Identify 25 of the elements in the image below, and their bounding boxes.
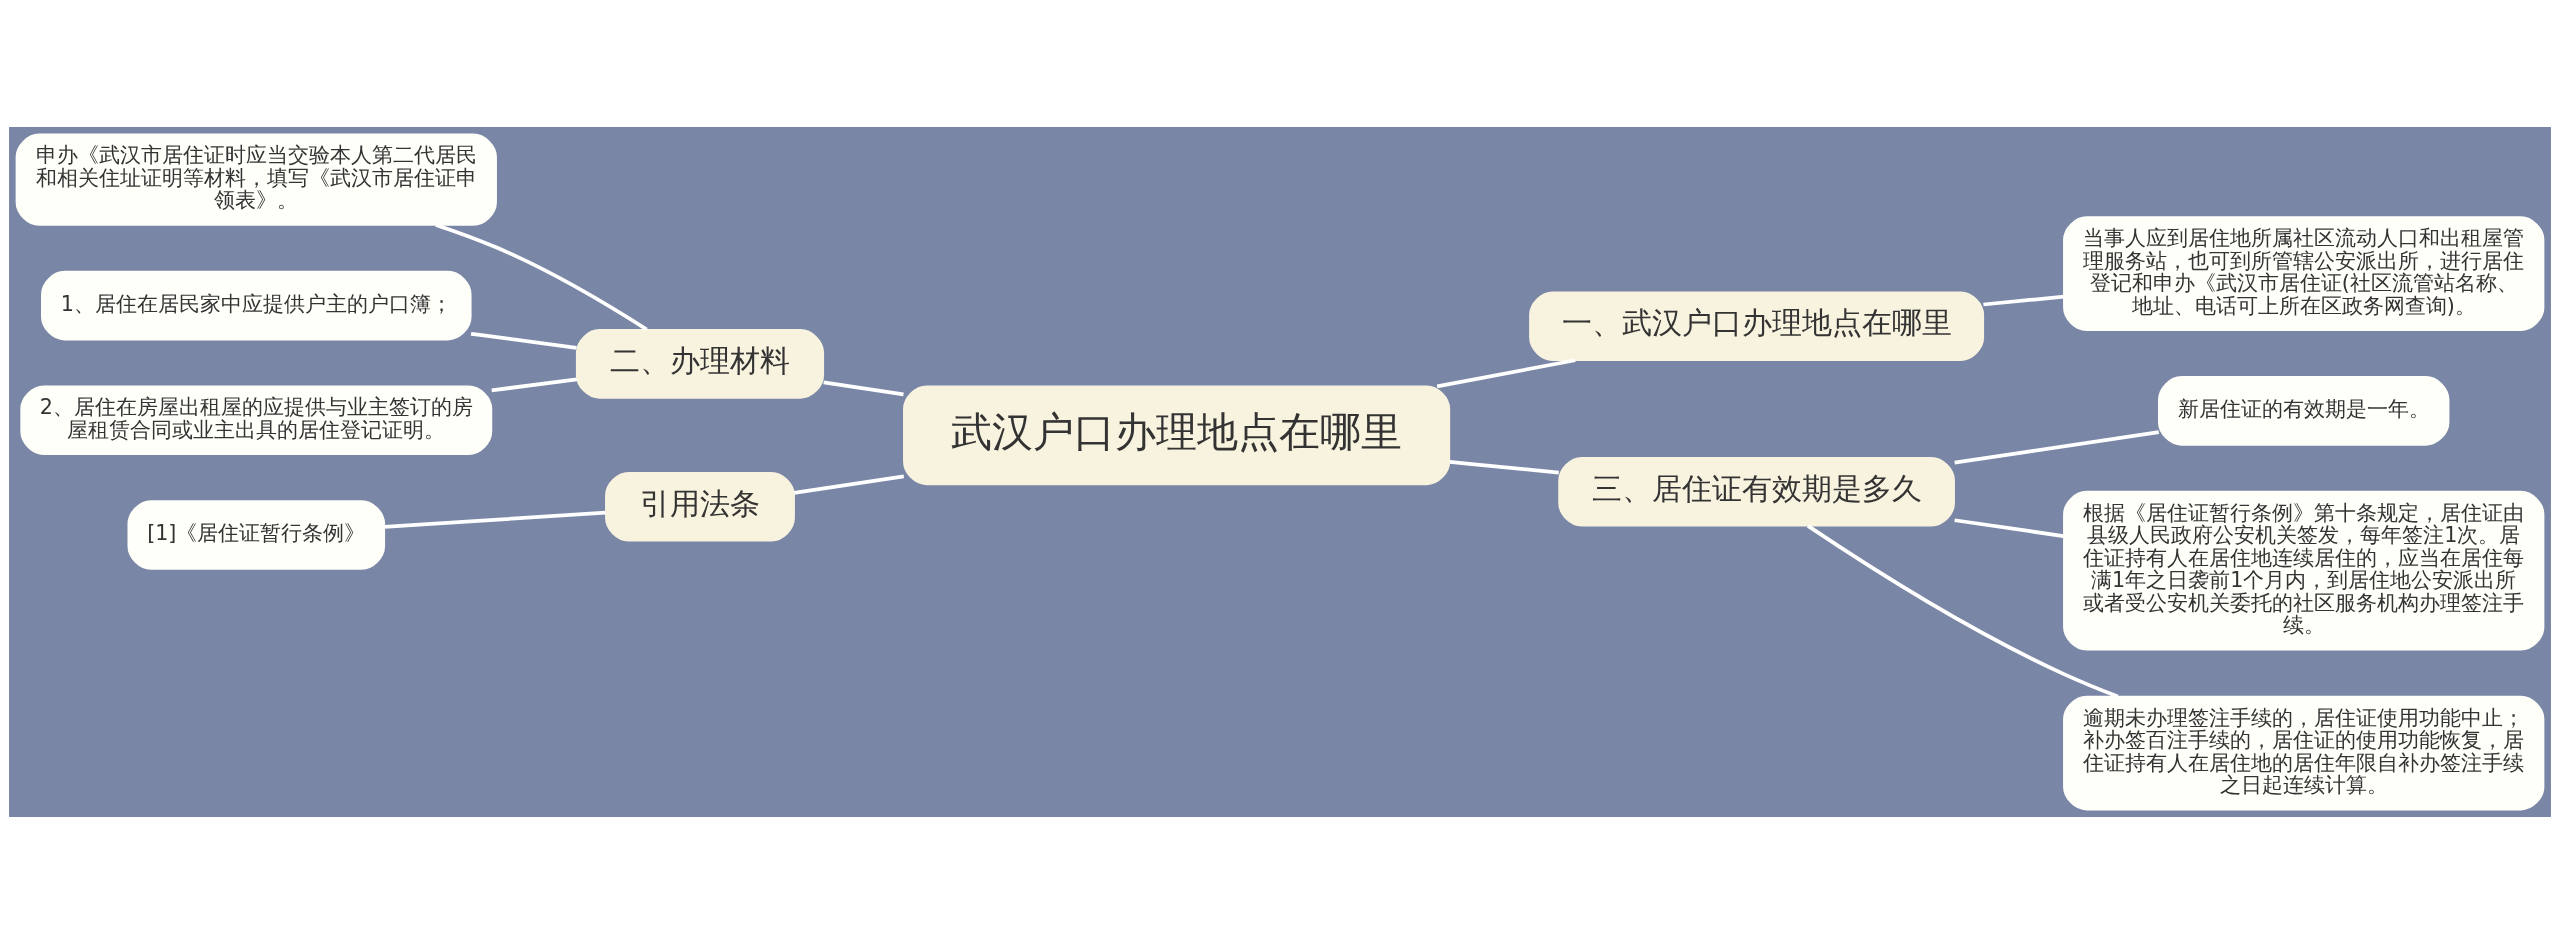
connector: [384, 510, 606, 529]
node-box: 1、居住在居民家中应提供户主的户口簿；: [41, 270, 472, 340]
node-box: 2、居住在房屋出租屋的应提供与业主签订的房屋租赁合同或业主出具的居住登记证明。: [20, 385, 493, 455]
connector: [1983, 294, 2065, 306]
node-box: 申办《武汉市居住证时应当交验本人第二代居民和相关住址证明等材料，填写《武汉市居住证申领表》。: [15, 133, 497, 226]
node-box: 一、武汉户口办理地点在哪里: [1529, 291, 1985, 361]
connector: [1449, 459, 1559, 474]
connector: [491, 377, 578, 392]
connector: [1806, 523, 2119, 698]
connector: [793, 473, 905, 495]
connector: [823, 379, 904, 396]
node-box: [1]《居住证暂行条例》: [127, 499, 386, 570]
connector: [435, 222, 648, 331]
node-box: 三、居住证有效期是多久: [1558, 456, 1955, 527]
connector: [1954, 517, 2064, 538]
node-box: 当事人应到居住地所属社区流动人口和出租屋管理服务站，也可到所管辖公安派出所，进行居住登记和申办《武汉市居住证(社区流管站名称、地址、电话可上所在区政务网查询)。: [2063, 215, 2545, 331]
node-box: 逾期未办理签注手续的，居住证使用功能中止；补办签百注手续的，居住证的使用功能恢复，居住证持有人在居住地的居住年限自补办签注手续之日起连续计算。: [2063, 695, 2545, 810]
node-box: 新居住证的有效期是一年。: [2158, 375, 2450, 446]
node-box: 根据《居住证暂行条例》第十条规定，居住证由县级人民政府公安机关签发，每年签注1次。居住证持有人在居住地连续居住的，应当在居住每满1年之日袭前1个月内，到居住地公安派出所或者受公安机关委托的社区服务机构办理签注手续。: [2063, 490, 2545, 651]
node-box: 引用法条: [605, 471, 795, 542]
connector: [1436, 357, 1576, 388]
connector: [1954, 429, 2160, 464]
connector: [470, 331, 577, 350]
node-box: 武汉户口办理地点在哪里: [903, 385, 1451, 485]
node-box: 二、办理材料: [575, 328, 825, 399]
